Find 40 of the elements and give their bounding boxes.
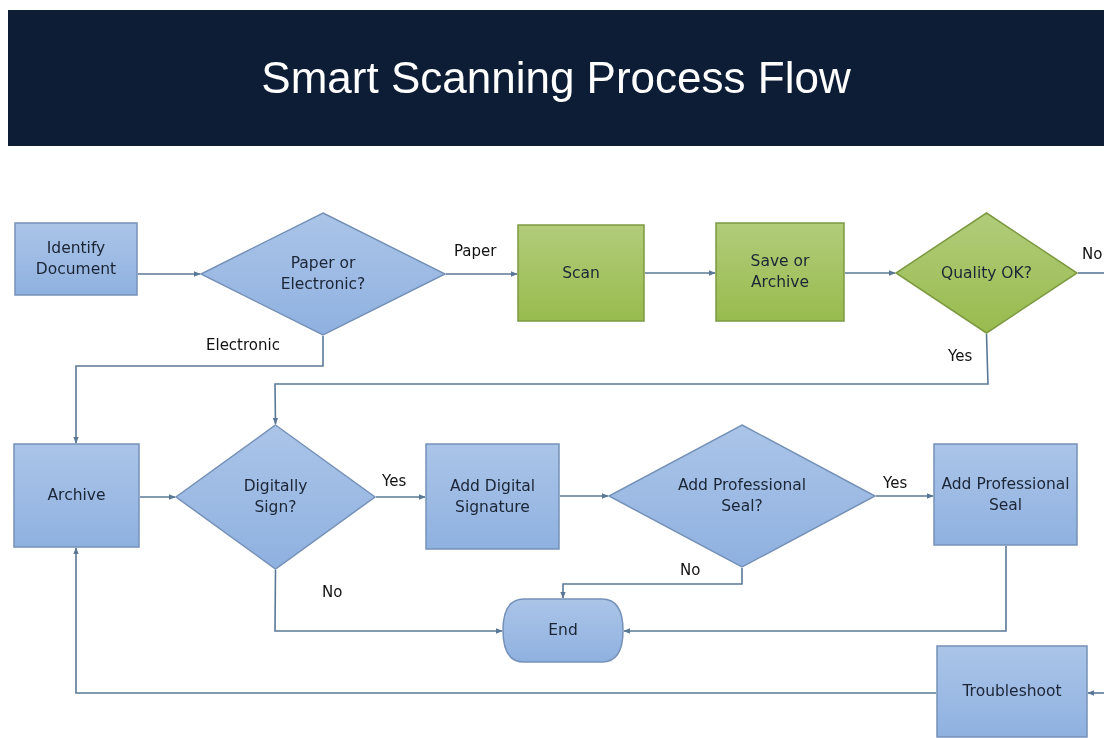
node-label: Save or Archive [749, 251, 811, 293]
process-box [425, 443, 560, 550]
connector-arrow [375, 494, 426, 500]
edge-label: Paper [452, 242, 499, 260]
connector-arrow [644, 270, 716, 276]
end-terminator [502, 598, 624, 663]
decision-diamond [175, 424, 376, 570]
connector-arrow [559, 493, 609, 499]
process-box [517, 224, 645, 322]
node-label: Identify Document [34, 238, 118, 280]
connector-arrow [272, 333, 989, 425]
connector-arrow [560, 567, 743, 599]
node-label: Digitally Sign? [242, 476, 309, 518]
connector-arrow [445, 271, 518, 277]
node-label: Add Digital Signature [448, 475, 537, 518]
process-box [14, 222, 138, 296]
process-box [933, 443, 1078, 546]
node-label: Quality OK? [940, 262, 1033, 284]
decision-diamond [200, 212, 446, 336]
connector-arrow [73, 335, 324, 444]
node-label: End [547, 620, 579, 641]
connector-arrow [844, 270, 896, 276]
node-label: Paper or Electronic? [279, 253, 367, 295]
connector-arrow [137, 271, 201, 277]
node-label: Archive [46, 485, 107, 506]
process-box [936, 645, 1088, 738]
connector-arrow [1087, 690, 1104, 696]
node-label: Scan [561, 262, 601, 284]
connector-arrow [139, 494, 176, 500]
connector-arrow [73, 547, 937, 694]
node-label: Add Professional Seal [940, 473, 1071, 516]
title-banner: Smart Scanning Process Flow [8, 10, 1104, 146]
node-label: Troubleshoot [961, 681, 1063, 702]
connector-arrow [875, 493, 934, 499]
process-box [13, 443, 140, 548]
node-label: Add Professional Seal? [676, 475, 808, 517]
decision-diamond [895, 212, 1078, 334]
process-box [715, 222, 845, 322]
connector-arrow [274, 569, 503, 634]
connector-arrow [623, 545, 1007, 634]
